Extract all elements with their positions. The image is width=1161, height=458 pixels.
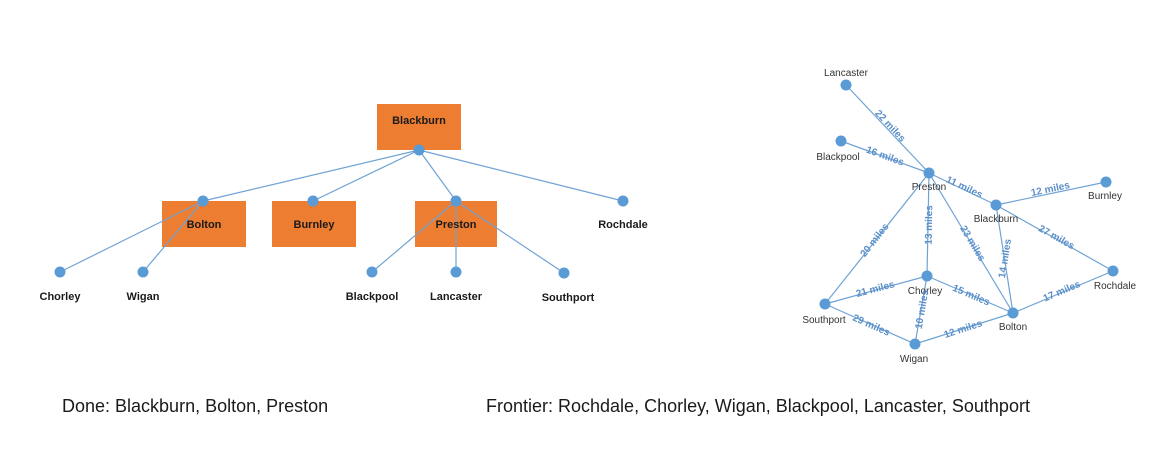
map-edge-chorley-bolton — [926, 275, 1014, 314]
map-node-burnley — [1100, 176, 1112, 188]
tree-node-bolton — [197, 195, 209, 207]
map-label-burnley: Burnley — [1088, 191, 1122, 202]
map-label-bolton: Bolton — [999, 322, 1027, 333]
tree-node-preston — [450, 195, 462, 207]
tree-edge-bolton-chorley — [59, 200, 204, 273]
edge-label-blackburn-bolton: 14 miles — [997, 238, 1014, 279]
map-label-blackpool: Blackpool — [816, 152, 859, 163]
map-edge-blackpool-preston — [840, 140, 930, 174]
map-edge-wigan-bolton — [914, 312, 1014, 345]
map-edge-chorley-wigan — [914, 275, 928, 345]
map-node-wigan — [909, 338, 921, 350]
edge-label-preston-bolton: 23 miles — [957, 224, 987, 264]
tree-node-blackburn — [413, 144, 425, 156]
map-edge-preston-chorley — [926, 172, 930, 277]
box-bolton — [162, 201, 246, 247]
map-node-bolton — [1007, 307, 1019, 319]
map-label-wigan: Wigan — [900, 354, 928, 365]
map-label-preston: Preston — [912, 182, 946, 193]
map-node-blackburn — [990, 199, 1002, 211]
tree-node-lancaster — [450, 266, 462, 278]
map-node-preston — [923, 167, 935, 179]
edge-label-lancaster-preston: 22 miles — [872, 108, 907, 145]
map-label-southport: Southport — [802, 315, 846, 326]
map-edge-blackburn-burnley — [995, 181, 1107, 206]
edge-label-blackburn-rochdale: 27 miles — [1036, 223, 1076, 252]
edge-label-blackburn-burnley: 12 miles — [1030, 180, 1071, 199]
edge-label-blackpool-preston: 16 miles — [864, 145, 905, 169]
tree-label-wigan: Wigan — [127, 291, 160, 303]
tree-edge-bolton-wigan — [142, 200, 204, 273]
tree-label-chorley: Chorley — [40, 291, 82, 303]
tree-label-southport: Southport — [542, 292, 595, 304]
map-edge-blackburn-bolton — [995, 204, 1014, 314]
edge-label-preston-southport: 20 miles — [859, 221, 892, 259]
edge-label-chorley-bolton: 15 miles — [951, 283, 992, 309]
map-label-lancaster: Lancaster — [824, 68, 869, 79]
tree-label-rochdale: Rochdale — [598, 219, 648, 231]
map-edges — [824, 84, 1114, 345]
edge-label-bolton-rochdale: 17 miles — [1042, 279, 1083, 305]
tree-label-preston: Preston — [436, 219, 477, 231]
tree-label-lancaster: Lancaster — [430, 291, 483, 303]
map-label-blackburn: Blackburn — [974, 214, 1018, 225]
map-label-rochdale: Rochdale — [1094, 281, 1137, 292]
box-burnley — [272, 201, 356, 247]
edge-label-southport-chorley: 21 miles — [855, 279, 896, 300]
map-edge-preston-bolton — [928, 172, 1014, 314]
frontier-caption: Frontier: Rochdale, Chorley, Wigan, Blac… — [486, 396, 1030, 416]
edge-label-preston-chorley: 13 miles — [924, 205, 936, 245]
tree-label-bolton: Bolton — [187, 219, 222, 231]
edge-label-wigan-bolton: 12 miles — [943, 318, 984, 341]
map-node-blackpool — [835, 135, 847, 147]
tree-edge-blackburn-preston — [418, 149, 457, 202]
tree-node-wigan — [137, 266, 149, 278]
box-blackburn — [377, 104, 461, 150]
map-edge-preston-southport — [824, 172, 930, 305]
tree-label-burnley: Burnley — [294, 219, 336, 231]
road-map: Lancaster Blackpool Preston Blackburn Bu… — [802, 68, 1136, 365]
tree-label-blackburn: Blackburn — [392, 115, 446, 127]
done-caption: Done: Blackburn, Bolton, Preston — [62, 396, 329, 416]
map-label-chorley: Chorley — [908, 286, 942, 297]
map-node-lancaster — [840, 79, 852, 91]
map-node-southport — [819, 298, 831, 310]
tree-node-southport — [558, 267, 570, 279]
tree-edge-preston-blackpool — [371, 200, 457, 273]
map-node-rochdale — [1107, 265, 1119, 277]
map-nodes — [819, 79, 1119, 350]
tree-edge-preston-southport — [455, 200, 565, 274]
tree-node-burnley — [307, 195, 319, 207]
tree-edges — [59, 149, 624, 274]
edge-label-southport-wigan: 29 miles — [851, 313, 892, 339]
tree-label-blackpool: Blackpool — [346, 291, 399, 303]
tree-edge-blackburn-burnley — [312, 149, 420, 202]
tree-node-blackpool — [366, 266, 378, 278]
map-node-chorley — [921, 270, 933, 282]
search-tree: Blackburn Bolton Burnley Preston Rochdal… — [40, 104, 648, 304]
map-edge-preston-blackburn — [928, 172, 997, 206]
map-edge-lancaster-preston — [845, 84, 930, 174]
map-edge-southport-chorley — [824, 275, 928, 305]
edge-label-preston-blackburn: 11 miles — [944, 175, 984, 202]
map-edge-bolton-rochdale — [1012, 270, 1114, 314]
tree-nodes — [54, 144, 629, 279]
map-edge-southport-wigan — [824, 303, 916, 345]
tree-edge-blackburn-rochdale — [418, 149, 624, 202]
map-edge-blackburn-rochdale — [995, 204, 1114, 272]
tree-edge-blackburn-bolton — [202, 149, 420, 202]
tree-node-chorley — [54, 266, 66, 278]
tree-node-rochdale — [617, 195, 629, 207]
